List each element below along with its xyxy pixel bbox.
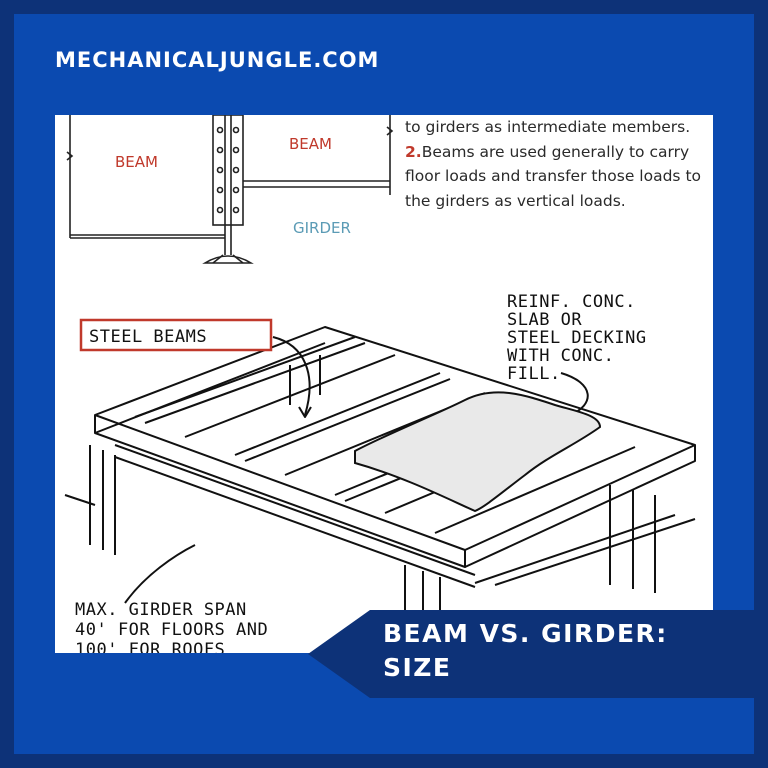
steel-beams-box xyxy=(79,318,273,352)
intro-line1: to girders as intermediate members. xyxy=(405,118,691,136)
banner-title: BEAM VS. GIRDER: SIZE xyxy=(383,617,743,685)
point-text: Beams are used generally to carry floor … xyxy=(405,142,701,210)
slab-label-line5: FILL. xyxy=(507,364,561,384)
intro-text: to girders as intermediate members. 2.Be… xyxy=(405,115,710,213)
span-label-line1: MAX. GIRDER SPAN xyxy=(75,600,247,620)
beam-left-label: BEAM xyxy=(115,153,158,171)
span-label-line2: 40' FOR FLOORS AND xyxy=(75,620,268,640)
slab-label-line3: STEEL DECKING xyxy=(507,328,647,348)
slab-label-line2: SLAB OR xyxy=(507,310,582,330)
slab-piece xyxy=(354,391,602,513)
steel-beams-label: STEEL BEAMS xyxy=(89,327,207,347)
beam-girder-sketch: BEAM BEAM GIRDER xyxy=(64,115,696,653)
slab-label-line4: WITH CONC. xyxy=(507,346,614,366)
connection-detail xyxy=(66,115,394,264)
girder-label: GIRDER xyxy=(293,219,351,237)
diagram-panel: BEAM BEAM GIRDER xyxy=(55,115,713,653)
point-number: 2. xyxy=(405,142,422,161)
site-name: MECHANICALJUNGLE.COM xyxy=(55,48,380,72)
banner-line1: BEAM VS. GIRDER: xyxy=(383,619,668,648)
span-label-line3: 100' FOR ROOFS xyxy=(75,640,225,653)
beam-right-label: BEAM xyxy=(289,135,332,153)
slab-label-line1: REINF. CONC. xyxy=(507,292,636,312)
title-banner xyxy=(308,610,768,698)
banner-line2: SIZE xyxy=(383,653,452,682)
